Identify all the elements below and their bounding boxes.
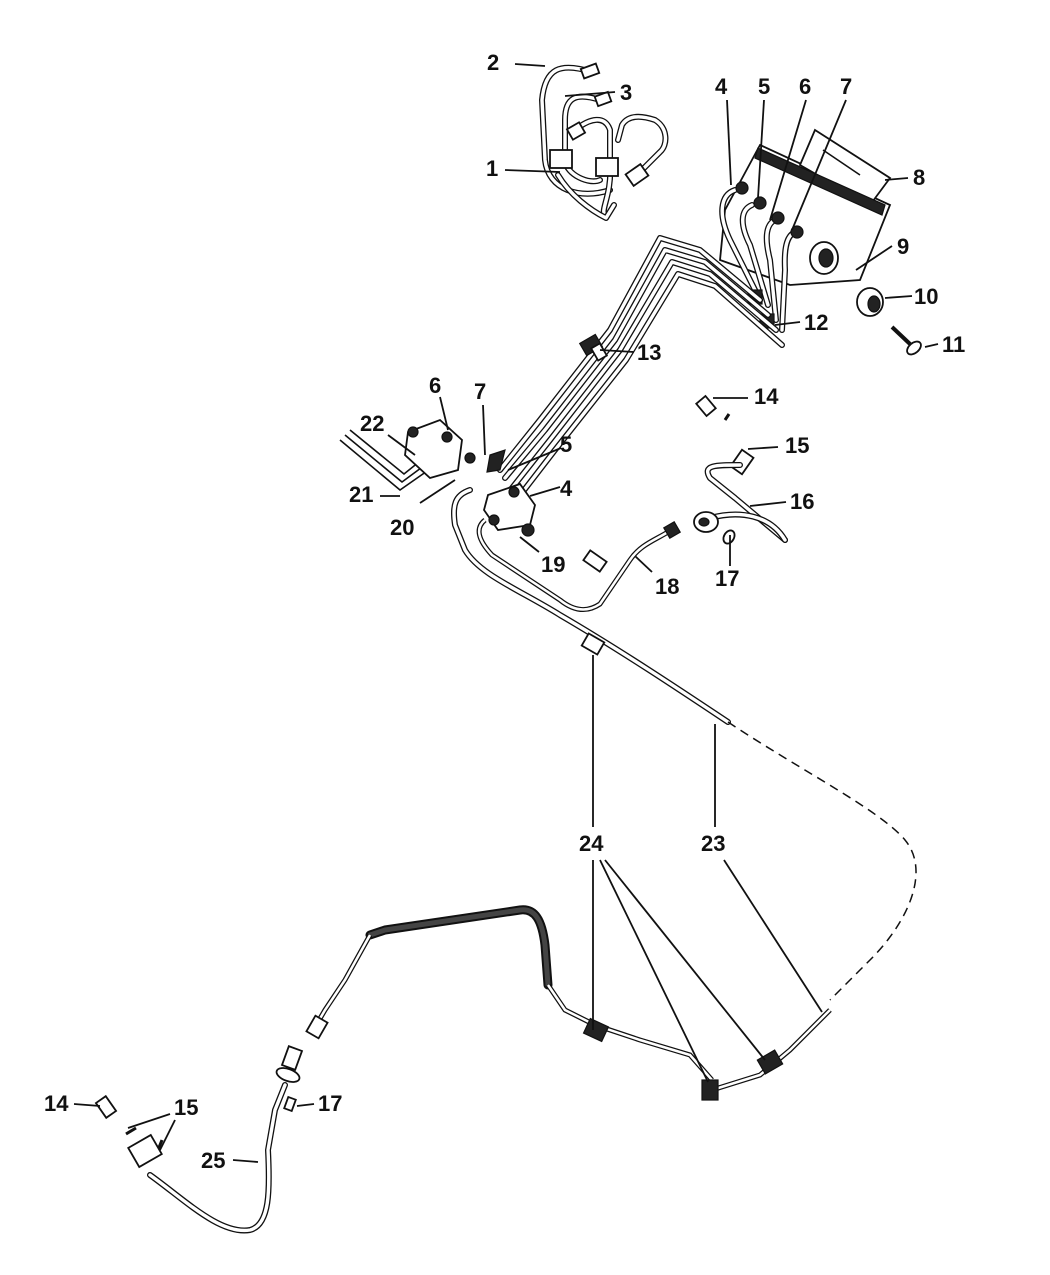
callout-15-front: 15 [785, 433, 810, 458]
callout-12: 12 [804, 310, 829, 335]
callout-4: 4 [715, 74, 728, 99]
callout-17-front: 17 [715, 566, 740, 591]
callout-21: 21 [349, 482, 374, 507]
rear-wheel-sensor [94, 1045, 304, 1234]
callout-22: 22 [360, 411, 385, 436]
callout-6-junction: 6 [429, 373, 442, 398]
callout-5-junction: 5 [560, 432, 573, 457]
callout-17-rear: 17 [318, 1091, 343, 1116]
callout-16: 16 [790, 489, 815, 514]
callout-2: 2 [487, 50, 500, 75]
callout-23: 23 [701, 831, 726, 856]
callout-7: 7 [840, 74, 853, 99]
callout-8: 8 [913, 165, 926, 190]
callout-14-front: 14 [754, 384, 779, 409]
callout-13: 13 [637, 340, 662, 365]
callout-20: 20 [390, 515, 415, 540]
leader-lines [73, 63, 939, 1163]
bolt-part [890, 325, 922, 356]
callout-6: 6 [799, 74, 812, 99]
callout-7-junction: 7 [474, 379, 487, 404]
callout-10: 10 [914, 284, 939, 309]
callout-9: 9 [897, 234, 910, 259]
rear-brake-line [450, 487, 917, 1001]
callout-19: 19 [541, 552, 566, 577]
callout-3: 3 [620, 80, 633, 105]
junction-blocks [339, 418, 536, 537]
bushing-part [856, 287, 884, 317]
callout-4-junction: 4 [560, 476, 573, 501]
callout-1: 1 [486, 156, 499, 181]
master-cylinder-lines [539, 62, 669, 221]
callout-5: 5 [758, 74, 771, 99]
callout-24: 24 [579, 831, 604, 856]
callout-11: 11 [942, 332, 966, 357]
callout-15-rear: 15 [174, 1095, 199, 1120]
callout-14-rear: 14 [44, 1091, 69, 1116]
callout-25: 25 [201, 1148, 226, 1173]
brake-line-bundle [497, 235, 785, 501]
rear-axle-line [305, 905, 832, 1101]
callout-18: 18 [655, 574, 680, 599]
front-wheel-sensor [693, 394, 788, 545]
